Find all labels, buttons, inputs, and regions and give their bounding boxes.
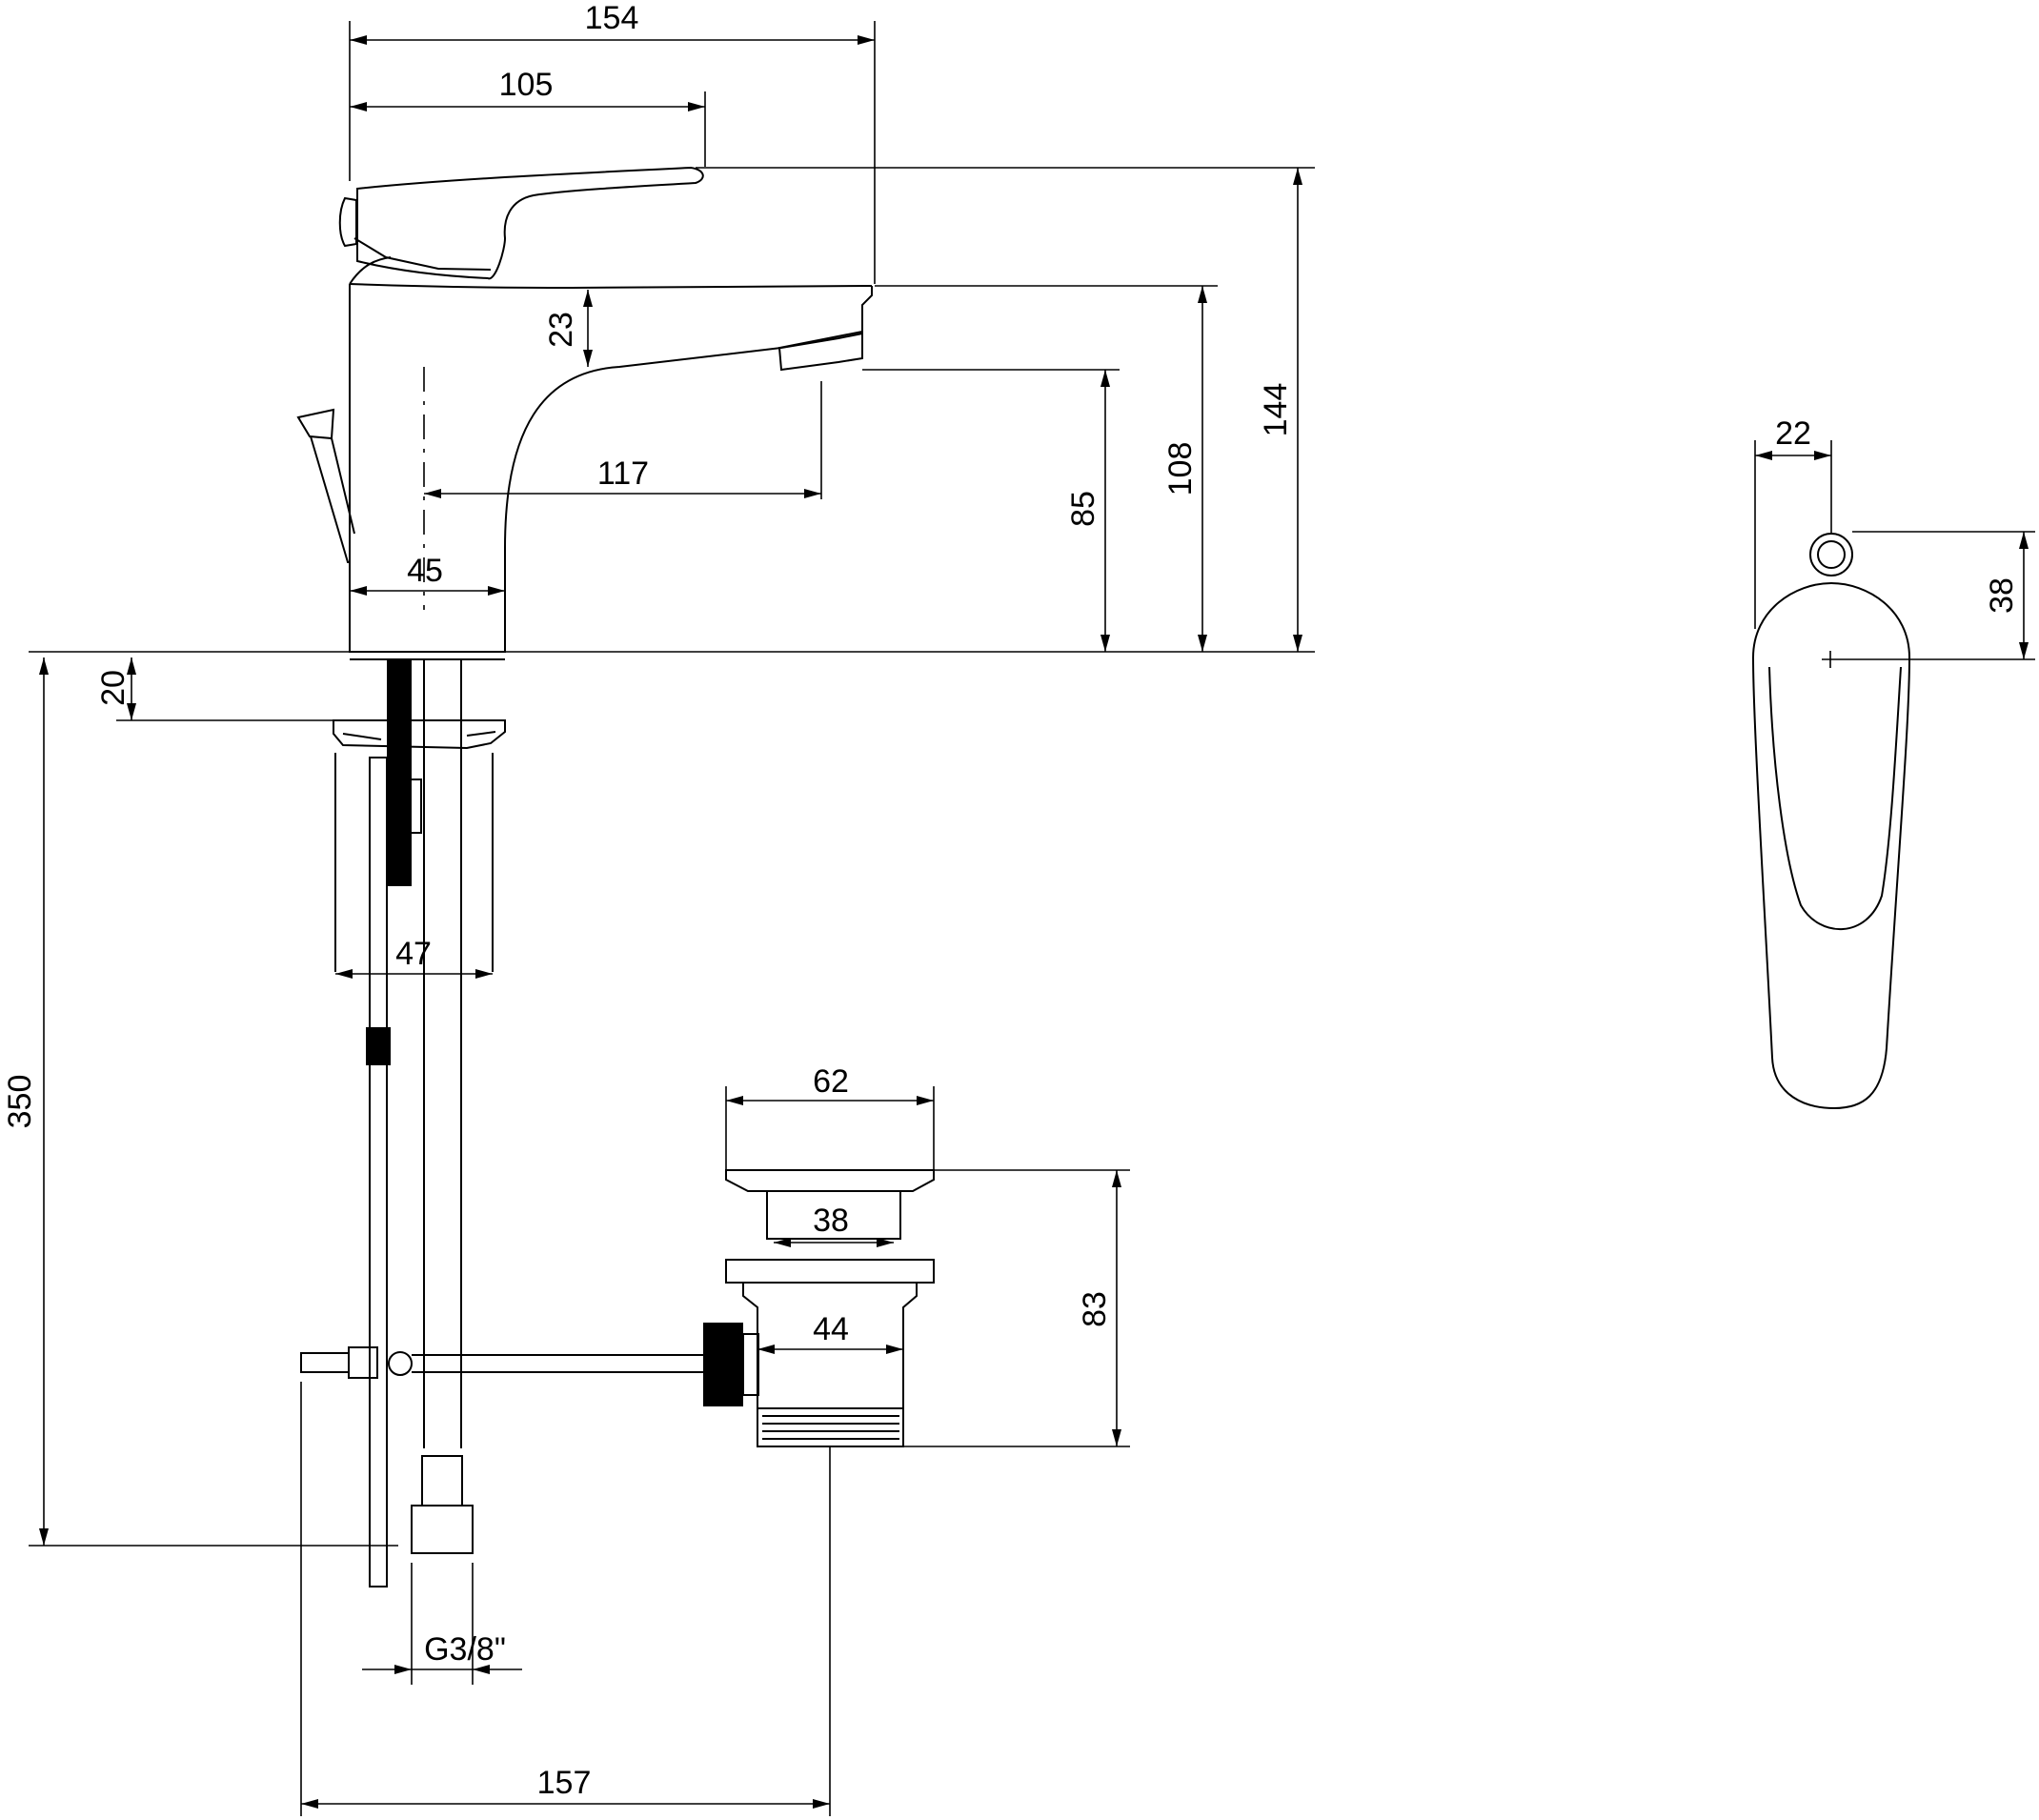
handle-cap-circle	[1809, 533, 1853, 576]
dim-thread-size: G3/8"	[424, 1631, 506, 1668]
dimension-lines	[29, 21, 2035, 1816]
plug-cap	[725, 1169, 935, 1192]
dim-body-diameter: 45	[407, 553, 443, 589]
waste-nut-inner	[742, 1333, 759, 1396]
rod-clip	[366, 1027, 391, 1065]
dim-clamp-width: 47	[395, 936, 432, 972]
handle-lever	[356, 166, 704, 280]
dim-washer-offset: 20	[95, 670, 131, 706]
under-counter-assembly	[300, 659, 703, 1587]
dim-plug-inner-diameter: 38	[813, 1203, 849, 1239]
dim-spout-reach: 154	[585, 0, 639, 36]
dimension-labels: 154 105 23 117 45 85 108 144 20 47 350 G…	[2, 0, 2020, 1801]
pivot-clip	[348, 1346, 378, 1379]
pivot-rod	[300, 1352, 350, 1373]
popup-vertical-rod	[369, 757, 388, 1587]
waste-flange	[725, 1259, 935, 1284]
dim-handle-offset: 38	[1984, 577, 2020, 614]
dim-handle-width: 22	[1775, 415, 1811, 452]
dim-waste-diameter: 44	[813, 1311, 849, 1347]
pivot-screw	[388, 1351, 413, 1376]
hose-nut	[411, 1505, 474, 1554]
aerator	[777, 330, 863, 372]
dim-outlet-height: 85	[1065, 491, 1101, 527]
waste-thread-lines	[762, 1415, 899, 1440]
handle-front-view	[1751, 533, 1911, 1110]
handle-front-outline	[1751, 581, 1911, 1110]
popup-knob	[296, 408, 335, 440]
threaded-rod-nut	[388, 779, 422, 834]
handle-cap	[338, 196, 357, 248]
dim-spout-thickness: 23	[543, 312, 579, 348]
arrowheads	[39, 35, 2029, 1809]
waste-nut	[703, 1323, 743, 1406]
dim-handle-reach: 105	[499, 67, 554, 103]
hose-connector	[421, 1455, 463, 1507]
dim-waste-height: 83	[1077, 1291, 1113, 1327]
dim-plug-diameter: 62	[813, 1063, 849, 1100]
dim-connection-length: 350	[2, 1075, 38, 1129]
faucet-side-view	[296, 166, 873, 660]
handle-inner-line	[353, 237, 492, 271]
handle-cap-inner	[1817, 540, 1846, 569]
spout-top-edge	[349, 283, 873, 290]
body-top-cap	[349, 256, 392, 285]
dim-spout-height: 108	[1162, 442, 1199, 496]
waste-thread	[757, 1407, 904, 1447]
mounting-washer	[333, 719, 506, 750]
handle-front-inner	[1768, 666, 1902, 930]
plug-stem	[766, 1191, 901, 1240]
dim-waste-offset: 157	[537, 1765, 592, 1801]
popup-rod	[310, 435, 355, 563]
dim-total-height: 144	[1258, 383, 1294, 437]
threaded-rod	[387, 659, 412, 886]
washer-shadow	[342, 731, 496, 740]
dim-outlet-reach: 117	[597, 455, 649, 492]
